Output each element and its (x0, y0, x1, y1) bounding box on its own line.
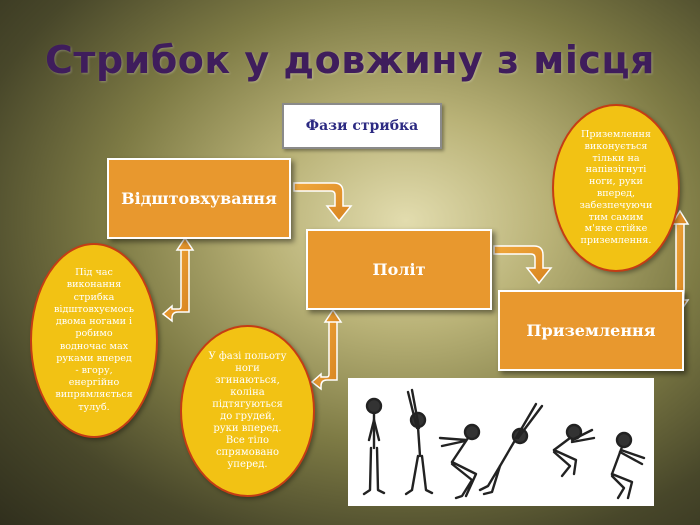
jump-sequence-illustration (348, 378, 654, 506)
figure-crouch (438, 423, 481, 500)
figure-flight (478, 402, 544, 496)
arrow-head-landing-top (670, 209, 690, 225)
arrow-pushoff-to-flight (293, 182, 353, 223)
arrow-note-pushoff (161, 247, 190, 323)
phase-box-flight: Політ (306, 229, 492, 310)
jump-sequence-drawing (362, 388, 646, 500)
phases-label: Фази стрибка (282, 103, 442, 149)
figure-landing (610, 431, 646, 500)
phase-box-pushoff: Відштовхування (107, 158, 291, 239)
arrow-flight-to-landing (493, 245, 553, 285)
arrow-note-flight (310, 319, 338, 391)
slide-title: Стрибок у довжину з місця (45, 38, 655, 82)
figure-arms-up (404, 388, 434, 496)
arrow-head-pushoff (175, 236, 195, 251)
figure-tuck (552, 423, 596, 478)
figure-standing (362, 397, 386, 496)
phase-box-landing: Приземлення (498, 290, 684, 371)
arrow-head-flight (323, 308, 343, 323)
